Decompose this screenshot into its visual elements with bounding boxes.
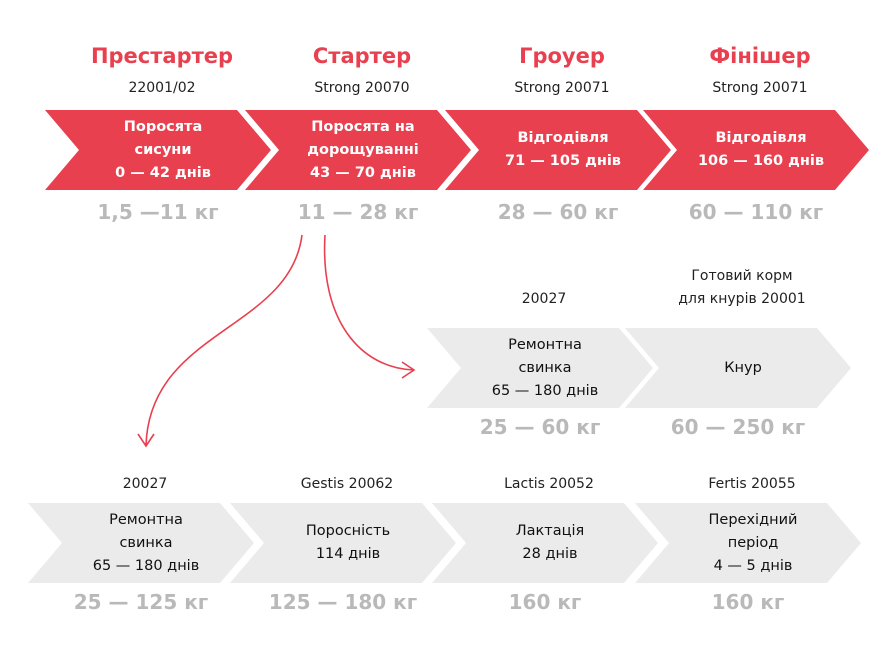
stage-text: Відгодівля <box>517 130 609 146</box>
stage-text: Поросята на <box>311 118 415 135</box>
feed-label: Lactis 20052 <box>504 476 594 492</box>
stage-text: Перехідний <box>708 511 798 528</box>
stage-text: свинка <box>518 359 572 376</box>
stage-chevron: Кнур <box>625 328 851 408</box>
feed-label: для кнурів 20001 <box>678 291 806 307</box>
weight-range: 160 кг <box>711 590 785 614</box>
feed-label: Strong 20071 <box>514 80 610 96</box>
stage-text: 65 — 180 днів <box>92 557 200 574</box>
stage-text: 4 — 5 днів <box>713 557 793 574</box>
feed-label: Strong 20070 <box>314 80 410 96</box>
stage-text: Кнур <box>724 359 762 376</box>
stage-chevron: Ремонтна свинка 65 — 180 днів <box>28 503 254 583</box>
weight-range: 160 кг <box>508 590 582 614</box>
stage-chevron: Перехідний період 4 — 5 днів <box>635 503 861 583</box>
weight-range: 60 — 110 кг <box>688 200 824 224</box>
stage-title: Стартер <box>312 44 412 68</box>
stage-text: Ремонтна <box>109 511 183 528</box>
stage-text: 43 — 70 днів <box>310 164 416 181</box>
stage-text: 28 днів <box>522 546 578 562</box>
stage-title: Фінішер <box>709 44 811 68</box>
stage-text: Лактація <box>515 523 585 539</box>
arrow-head-middle <box>401 361 416 379</box>
stage-text: 0 — 42 днів <box>115 164 211 181</box>
stage-text: Поросність <box>305 523 391 539</box>
weight-range: 25 — 60 кг <box>479 415 601 439</box>
stage-text: 114 днів <box>315 546 381 562</box>
stage-text: 71 — 105 днів <box>505 153 621 169</box>
stage-text: сисуни <box>134 141 192 158</box>
weight-range: 25 — 125 кг <box>73 590 209 614</box>
stage-text: 106 — 160 днів <box>697 153 825 169</box>
stage-text: 65 — 180 днів <box>491 382 599 399</box>
feed-label: Fertis 20055 <box>708 476 796 492</box>
stage-text: дорощуванні <box>307 141 419 158</box>
feed-label: 20027 <box>122 476 168 492</box>
feed-label: 20027 <box>521 291 567 307</box>
stage-text: свинка <box>119 534 173 551</box>
stage-title: Гроуер <box>519 44 605 68</box>
stage-text: Відгодівля <box>715 130 807 146</box>
feed-label: Gestis 20062 <box>300 476 394 492</box>
weight-range: 28 — 60 кг <box>497 200 619 224</box>
stage-chevron: Поросята на дорощуванні 43 — 70 днів <box>245 110 471 190</box>
feed-label: 22001/02 <box>128 80 196 96</box>
stage-chevron: Поросята сисуни 0 — 42 днів <box>45 110 271 190</box>
weight-range: 11 — 28 кг <box>297 200 419 224</box>
feed-label: Готовий корм <box>691 268 793 284</box>
stage-chevron: Відгодівля 71 — 105 днів <box>445 110 671 190</box>
weight-range: 60 — 250 кг <box>670 415 806 439</box>
stage-title: Престартер <box>90 44 234 68</box>
weight-range: 125 — 180 кг <box>268 590 418 614</box>
stage-text: період <box>727 534 779 551</box>
arrow-to-sow-replacement <box>145 234 303 446</box>
stage-chevron: Відгодівля 106 — 160 днів <box>643 110 869 190</box>
stage-chevron: Ремонтна свинка 65 — 180 днів <box>427 328 653 408</box>
stage-chevron: Поросність 114 днів <box>230 503 456 583</box>
stage-text: Поросята <box>123 118 203 135</box>
arrow-head-sow <box>137 433 155 448</box>
arrow-to-middle-replacement <box>323 234 415 371</box>
feed-label: Strong 20071 <box>712 80 808 96</box>
stage-text: Ремонтна <box>508 336 582 353</box>
weight-range: 1,5 —11 кг <box>97 200 219 224</box>
stage-chevron: Лактація 28 днів <box>432 503 658 583</box>
